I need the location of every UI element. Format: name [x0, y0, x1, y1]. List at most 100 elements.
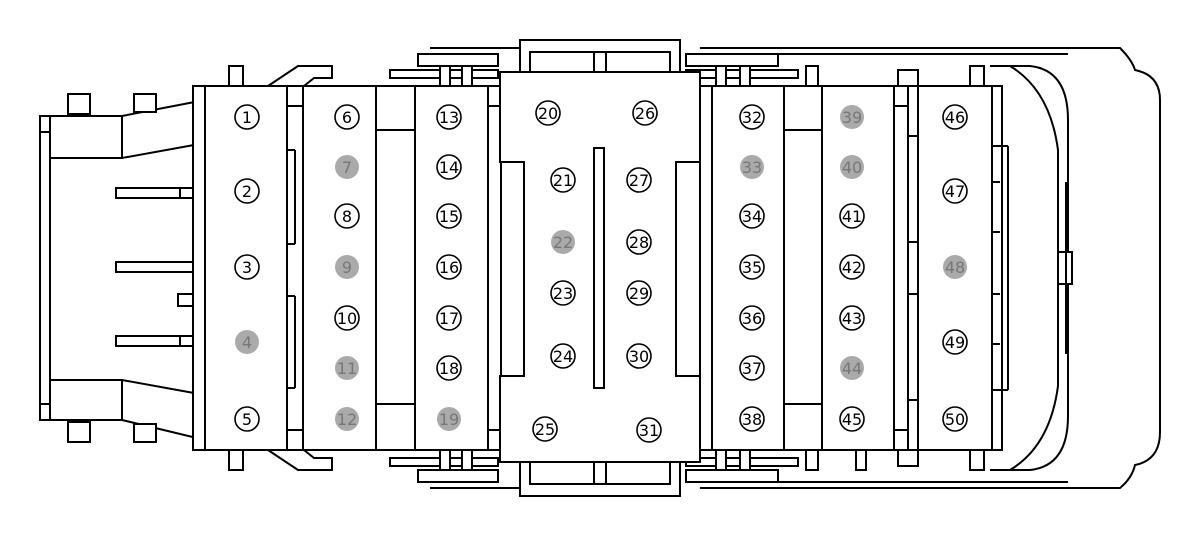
pin-49: 49	[942, 329, 968, 355]
pin-marker	[551, 230, 575, 254]
pin-39: 39	[840, 105, 864, 129]
pin-number: 33	[742, 158, 762, 177]
pin-marker	[626, 343, 652, 369]
pin-number: 35	[742, 258, 762, 277]
pin-marker	[740, 155, 764, 179]
pin-number: 14	[439, 158, 459, 177]
pin-marker	[535, 100, 561, 126]
pin-22: 22	[551, 230, 575, 254]
pin-number: 5	[242, 410, 252, 429]
pin-18: 18	[436, 355, 462, 381]
pin-number: 49	[945, 333, 965, 352]
pin-marker	[943, 255, 967, 279]
pin-11: 11	[335, 356, 359, 380]
pin-24: 24	[550, 343, 576, 369]
pin-20: 20	[535, 100, 561, 126]
left-latch	[39, 93, 207, 443]
pin-number: 17	[439, 309, 459, 328]
pin-number: 41	[842, 207, 862, 226]
pin-25: 25	[532, 416, 558, 442]
pin-number: 38	[742, 410, 762, 429]
pin-4: 4	[235, 330, 259, 354]
pin-10: 10	[334, 305, 360, 331]
pin-30: 30	[626, 343, 652, 369]
pin-16: 16	[436, 254, 462, 280]
pin-marker	[942, 178, 968, 204]
pin-43: 43	[839, 305, 865, 331]
pin-42: 42	[839, 254, 865, 280]
pin-number: 27	[629, 171, 649, 190]
pin-marker	[334, 203, 360, 229]
pin-40: 40	[840, 155, 864, 179]
pin-number: 21	[553, 171, 573, 190]
pin-marker	[840, 155, 864, 179]
pin-number: 42	[842, 258, 862, 277]
pin-number: 30	[629, 347, 649, 366]
pin-number: 37	[742, 359, 762, 378]
pin-marker	[437, 407, 461, 431]
pin-9: 9	[335, 255, 359, 279]
pin-marker	[739, 305, 765, 331]
pin-3: 3	[234, 254, 260, 280]
module-6	[821, 85, 919, 451]
pin-marker	[335, 356, 359, 380]
pin-number: 15	[439, 207, 459, 226]
pin-marker	[739, 355, 765, 381]
pin-marker	[436, 104, 462, 130]
pin-34: 34	[739, 203, 765, 229]
pin-35: 35	[739, 254, 765, 280]
pin-marker	[840, 356, 864, 380]
pin-marker	[839, 254, 865, 280]
pin-marker	[739, 203, 765, 229]
pin-marker	[942, 104, 968, 130]
pin-36: 36	[739, 305, 765, 331]
pin-number: 25	[535, 420, 555, 439]
pin-marker	[234, 406, 260, 432]
module-5	[699, 85, 823, 451]
pin-number: 24	[553, 347, 573, 366]
pin-17: 17	[436, 305, 462, 331]
pin-marker	[839, 203, 865, 229]
pin-41: 41	[839, 203, 865, 229]
pin-number: 29	[629, 284, 649, 303]
pin-number: 3	[242, 258, 252, 277]
pin-number: 40	[842, 158, 862, 177]
pin-37: 37	[739, 355, 765, 381]
pin-29: 29	[626, 280, 652, 306]
pin-number: 7	[342, 158, 352, 177]
pin-marker	[840, 105, 864, 129]
pin-number: 18	[439, 359, 459, 378]
pin-7: 7	[335, 155, 359, 179]
pin-marker	[436, 355, 462, 381]
pins-layer: 1234567891011121314151617181920212223242…	[234, 100, 968, 443]
pin-26: 26	[632, 100, 658, 126]
pin-marker	[532, 416, 558, 442]
pin-marker	[234, 254, 260, 280]
pin-12: 12	[335, 407, 359, 431]
pin-number: 12	[337, 410, 357, 429]
pin-27: 27	[626, 167, 652, 193]
pin-marker	[550, 280, 576, 306]
pin-marker	[234, 104, 260, 130]
pin-number: 11	[337, 359, 357, 378]
pin-number: 34	[742, 207, 762, 226]
pin-8: 8	[334, 203, 360, 229]
pin-32: 32	[739, 104, 765, 130]
pin-number: 8	[342, 207, 352, 226]
pin-46: 46	[942, 104, 968, 130]
pin-number: 1	[242, 108, 252, 127]
pin-number: 13	[439, 108, 459, 127]
pin-number: 19	[439, 410, 459, 429]
pin-number: 32	[742, 108, 762, 127]
pin-marker	[234, 178, 260, 204]
pin-marker	[942, 406, 968, 432]
pin-number: 44	[842, 359, 862, 378]
pin-marker	[550, 343, 576, 369]
pin-marker	[335, 407, 359, 431]
pin-number: 48	[945, 258, 965, 277]
rails-and-clips	[228, 47, 985, 489]
pin-marker	[550, 167, 576, 193]
pin-14: 14	[436, 154, 462, 180]
center-module	[499, 39, 701, 497]
pin-number: 6	[342, 108, 352, 127]
